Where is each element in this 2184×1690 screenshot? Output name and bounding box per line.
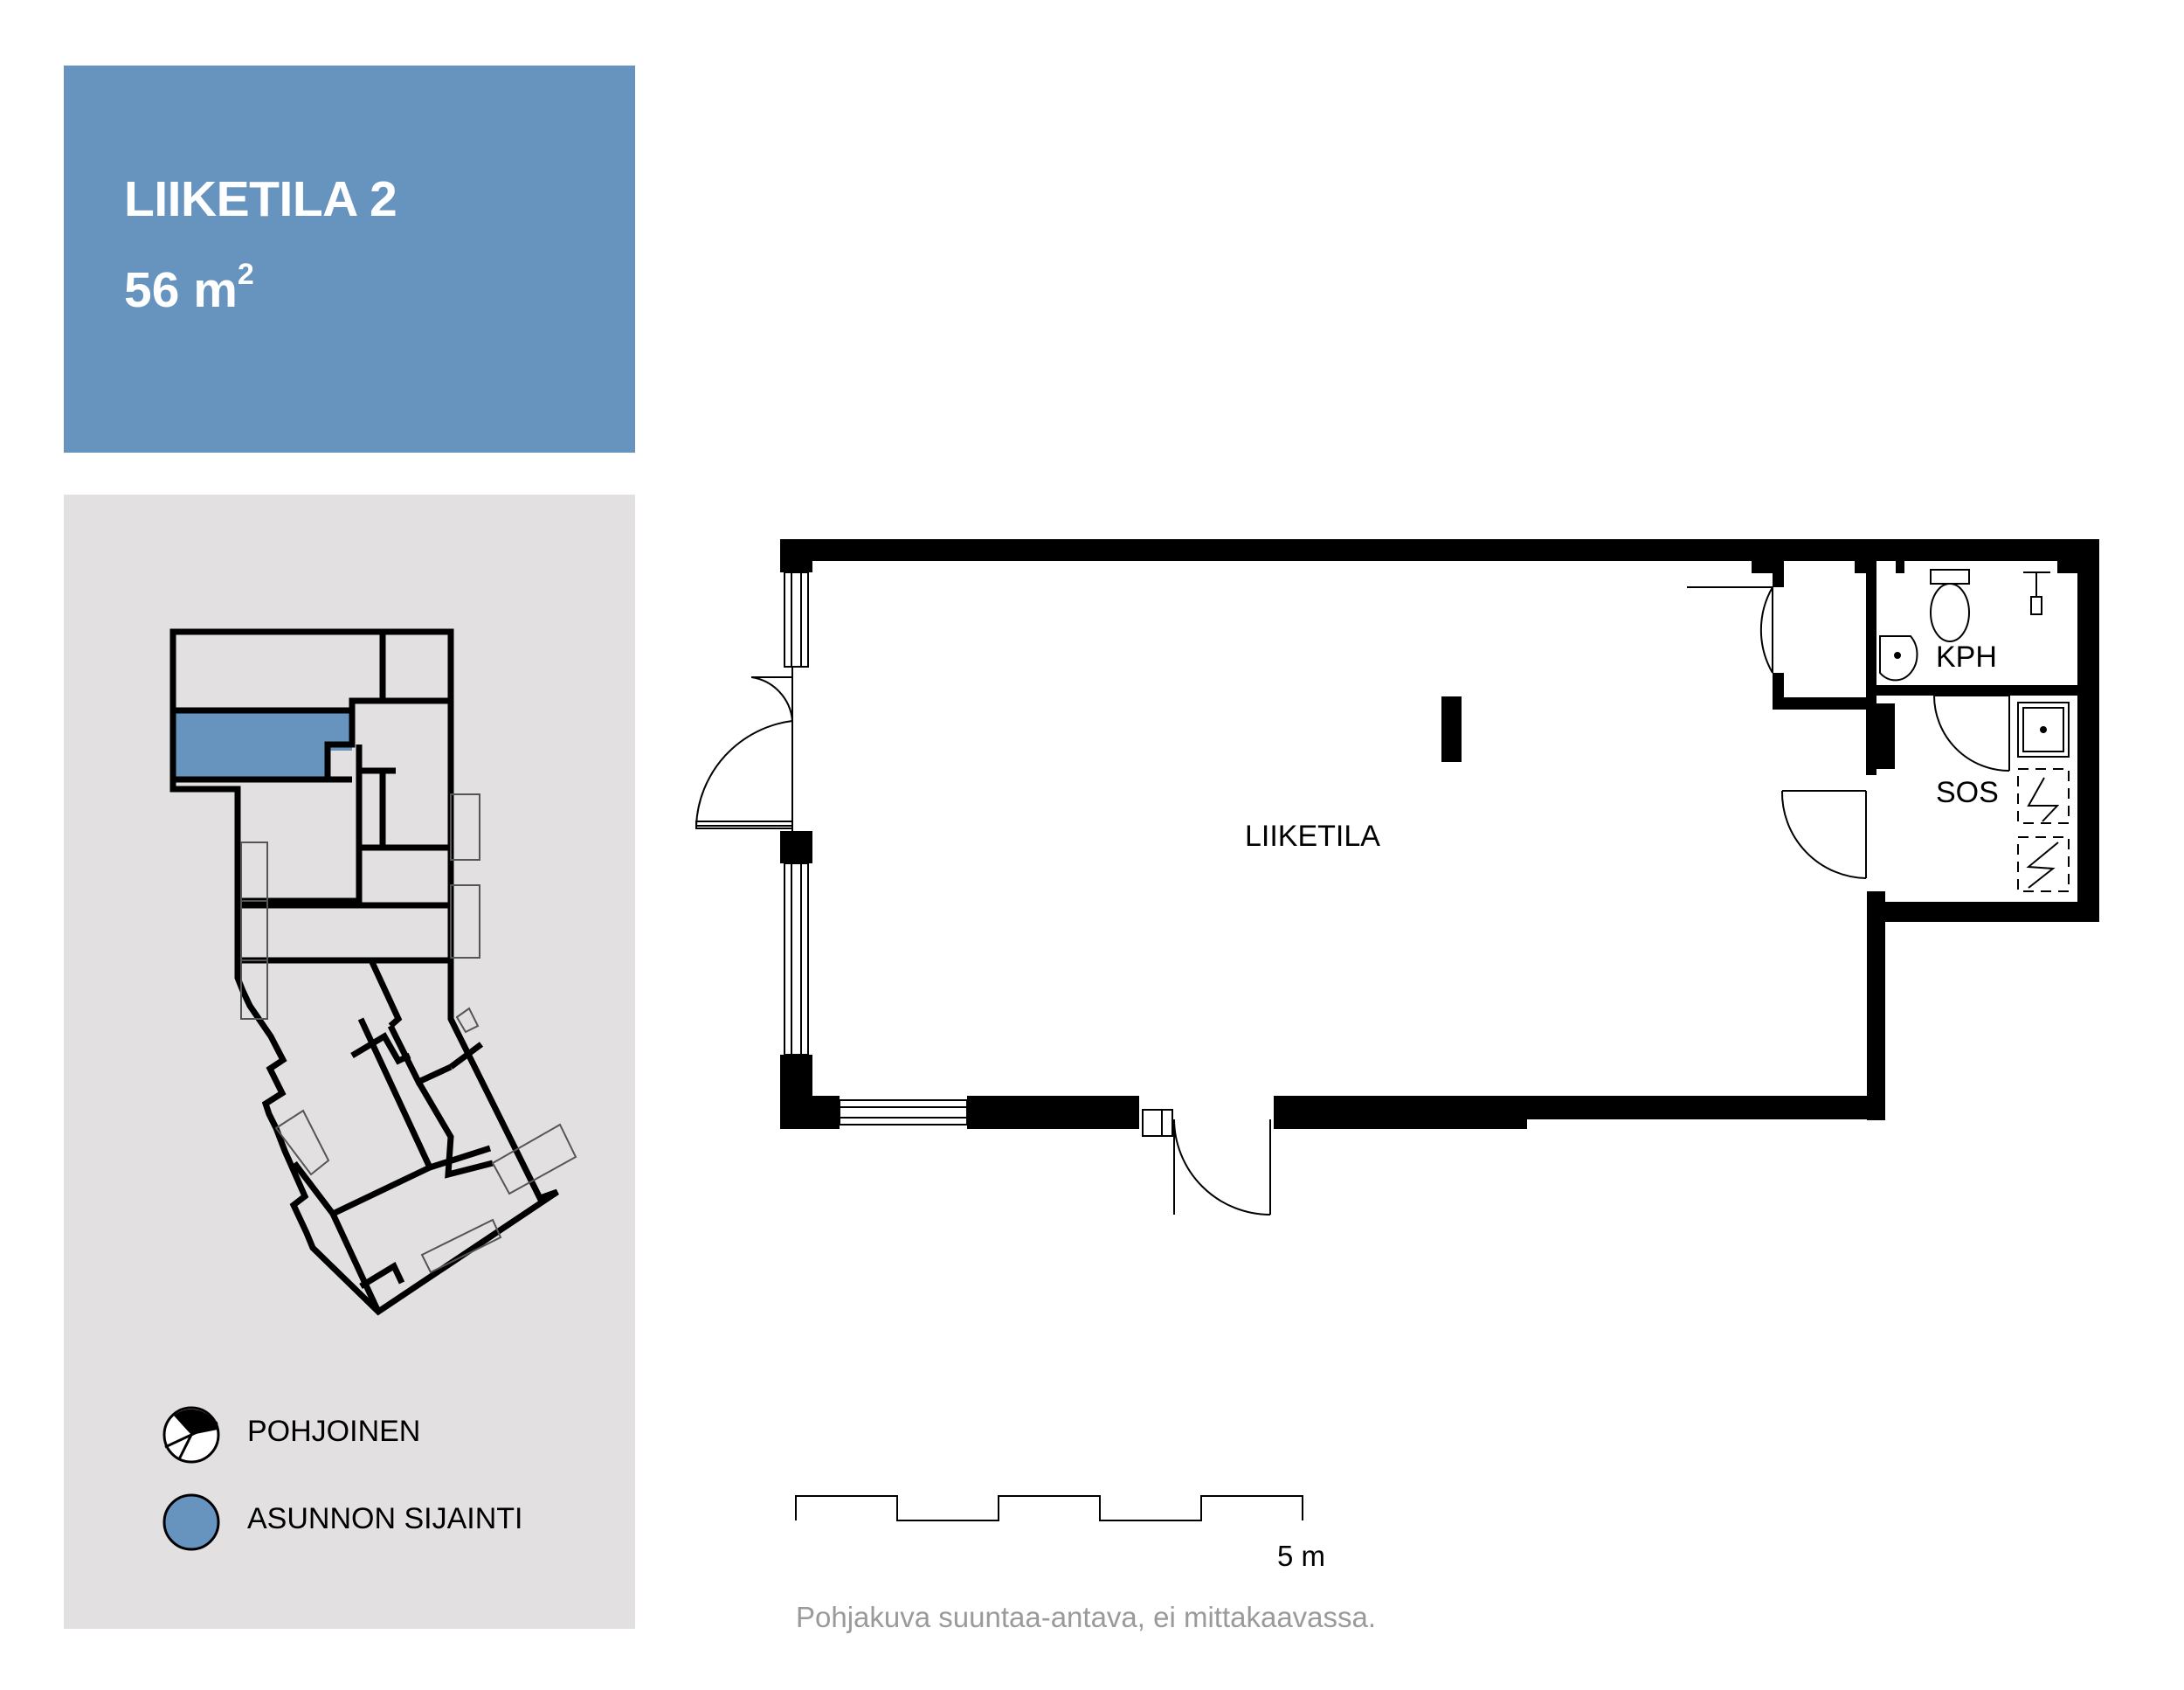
site-plan	[162, 628, 577, 1551]
doors	[695, 586, 2010, 1216]
balconies	[240, 793, 577, 1274]
scale-label: 5 m	[1277, 1540, 1326, 1572]
utility-sink-icon	[2017, 702, 2070, 758]
highlighted-unit	[173, 710, 352, 779]
shower-icon	[2023, 571, 2050, 615]
room-label-main: LIIKETILA	[1245, 820, 1380, 853]
disclaimer-text: Pohjakuva suuntaa-antava, ei mittakaavas…	[796, 1601, 1377, 1633]
fixtures	[1879, 569, 2070, 892]
room-label-social: SOS	[1936, 776, 1999, 809]
scale-bar	[795, 1495, 1303, 1521]
compass-icon	[162, 1406, 220, 1464]
toilet-icon	[1930, 569, 1970, 642]
cabinet-icon	[2017, 768, 2070, 892]
windows	[784, 571, 968, 1126]
unit-area: 56 m2	[124, 258, 254, 319]
walls	[780, 539, 2099, 1129]
area-value: 56 m	[124, 262, 238, 318]
unit-title: LIIKETILA 2	[124, 171, 397, 227]
location-marker-icon	[162, 1493, 220, 1551]
legend-location-label: ASUNNON SIJAINTI	[247, 1502, 523, 1535]
area-unit-superscript: 2	[237, 258, 254, 291]
title-panel: LIIKETILA 2 56 m2	[64, 66, 635, 453]
site-panel: POHJOINEN ASUNNON SIJAINTI	[64, 495, 635, 1629]
legend-north-label: POHJOINEN	[247, 1415, 421, 1448]
room-label-bathroom: KPH	[1936, 641, 1997, 674]
sink-icon	[1879, 635, 1918, 682]
